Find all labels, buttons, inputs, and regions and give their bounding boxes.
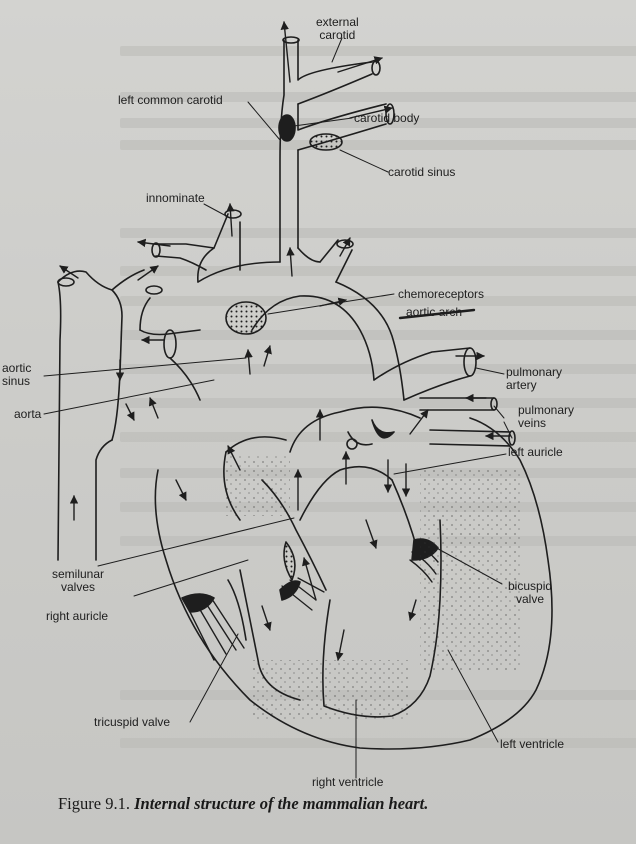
label-innominate: innominate [146, 192, 205, 205]
label-left-auricle: left auricle [508, 446, 563, 459]
carotid-body-mark [279, 115, 295, 141]
valve-cusps [182, 420, 438, 660]
label-chemoreceptors: chemoreceptors [398, 288, 484, 301]
label-semilunar-valves: semilunar valves [52, 568, 104, 594]
figure-number: Figure 9.1. [58, 794, 130, 813]
label-left-ventricle: left ventricle [500, 738, 564, 751]
label-pulmonary-veins: pulmonary veins [518, 404, 574, 430]
aortic-arch [198, 248, 404, 400]
label-pulmonary-artery: pulmonary artery [506, 366, 562, 392]
vena-cava-trunk [58, 270, 200, 560]
label-external-carotid: external carotid [316, 16, 359, 42]
chemoreceptor-mark [226, 302, 266, 334]
label-carotid-sinus: carotid sinus [388, 166, 455, 179]
innominate-branches [152, 210, 353, 282]
label-right-ventricle: right ventricle [312, 776, 383, 789]
label-aortic-arch: aortic arch [406, 306, 462, 319]
label-aortic-sinus: aortic sinus [2, 362, 31, 388]
label-left-common-carotid: left common carotid [118, 94, 223, 107]
label-carotid-body: carotid body [354, 112, 419, 125]
carotid-arteries [279, 37, 394, 262]
figure-title: Internal structure of the mammalian hear… [134, 794, 428, 813]
figure-caption: Figure 9.1. Internal structure of the ma… [58, 794, 428, 814]
carotid-sinus-mark [310, 134, 342, 150]
label-right-auricle: right auricle [46, 610, 108, 623]
label-aorta: aorta [14, 408, 41, 421]
label-tricuspid-valve: tricuspid valve [94, 716, 170, 729]
label-bicuspid-valve: bicuspid valve [508, 580, 552, 606]
